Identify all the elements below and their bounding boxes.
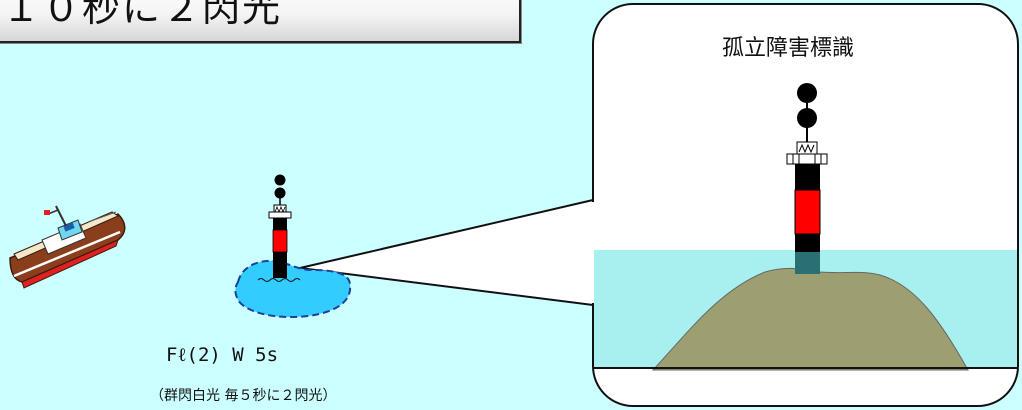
shoal-scene <box>234 174 352 318</box>
small-buoy <box>268 174 292 278</box>
buoy-body-black-bottom <box>795 234 820 252</box>
buoy-body-black-top <box>795 164 820 190</box>
topmark-ball-upper <box>797 83 817 103</box>
callout-panel <box>299 3 1019 407</box>
title-banner: 毎１０秒に２閃光 <box>0 0 521 43</box>
buoy-base-underwater <box>795 252 820 274</box>
light-characteristic-code: Fℓ(2) W 5s <box>166 344 279 366</box>
panel-title: 孤立障害標識 <box>722 36 855 61</box>
light-characteristic-description: （群閃白光 毎５秒に２閃光） <box>150 388 337 404</box>
title-banner-text: 毎１０秒に２閃光 <box>0 0 283 30</box>
panel-buoy <box>786 83 828 274</box>
buoy-body-red-band <box>794 189 821 235</box>
shoal-area <box>234 260 352 318</box>
boat-icon <box>9 205 126 289</box>
